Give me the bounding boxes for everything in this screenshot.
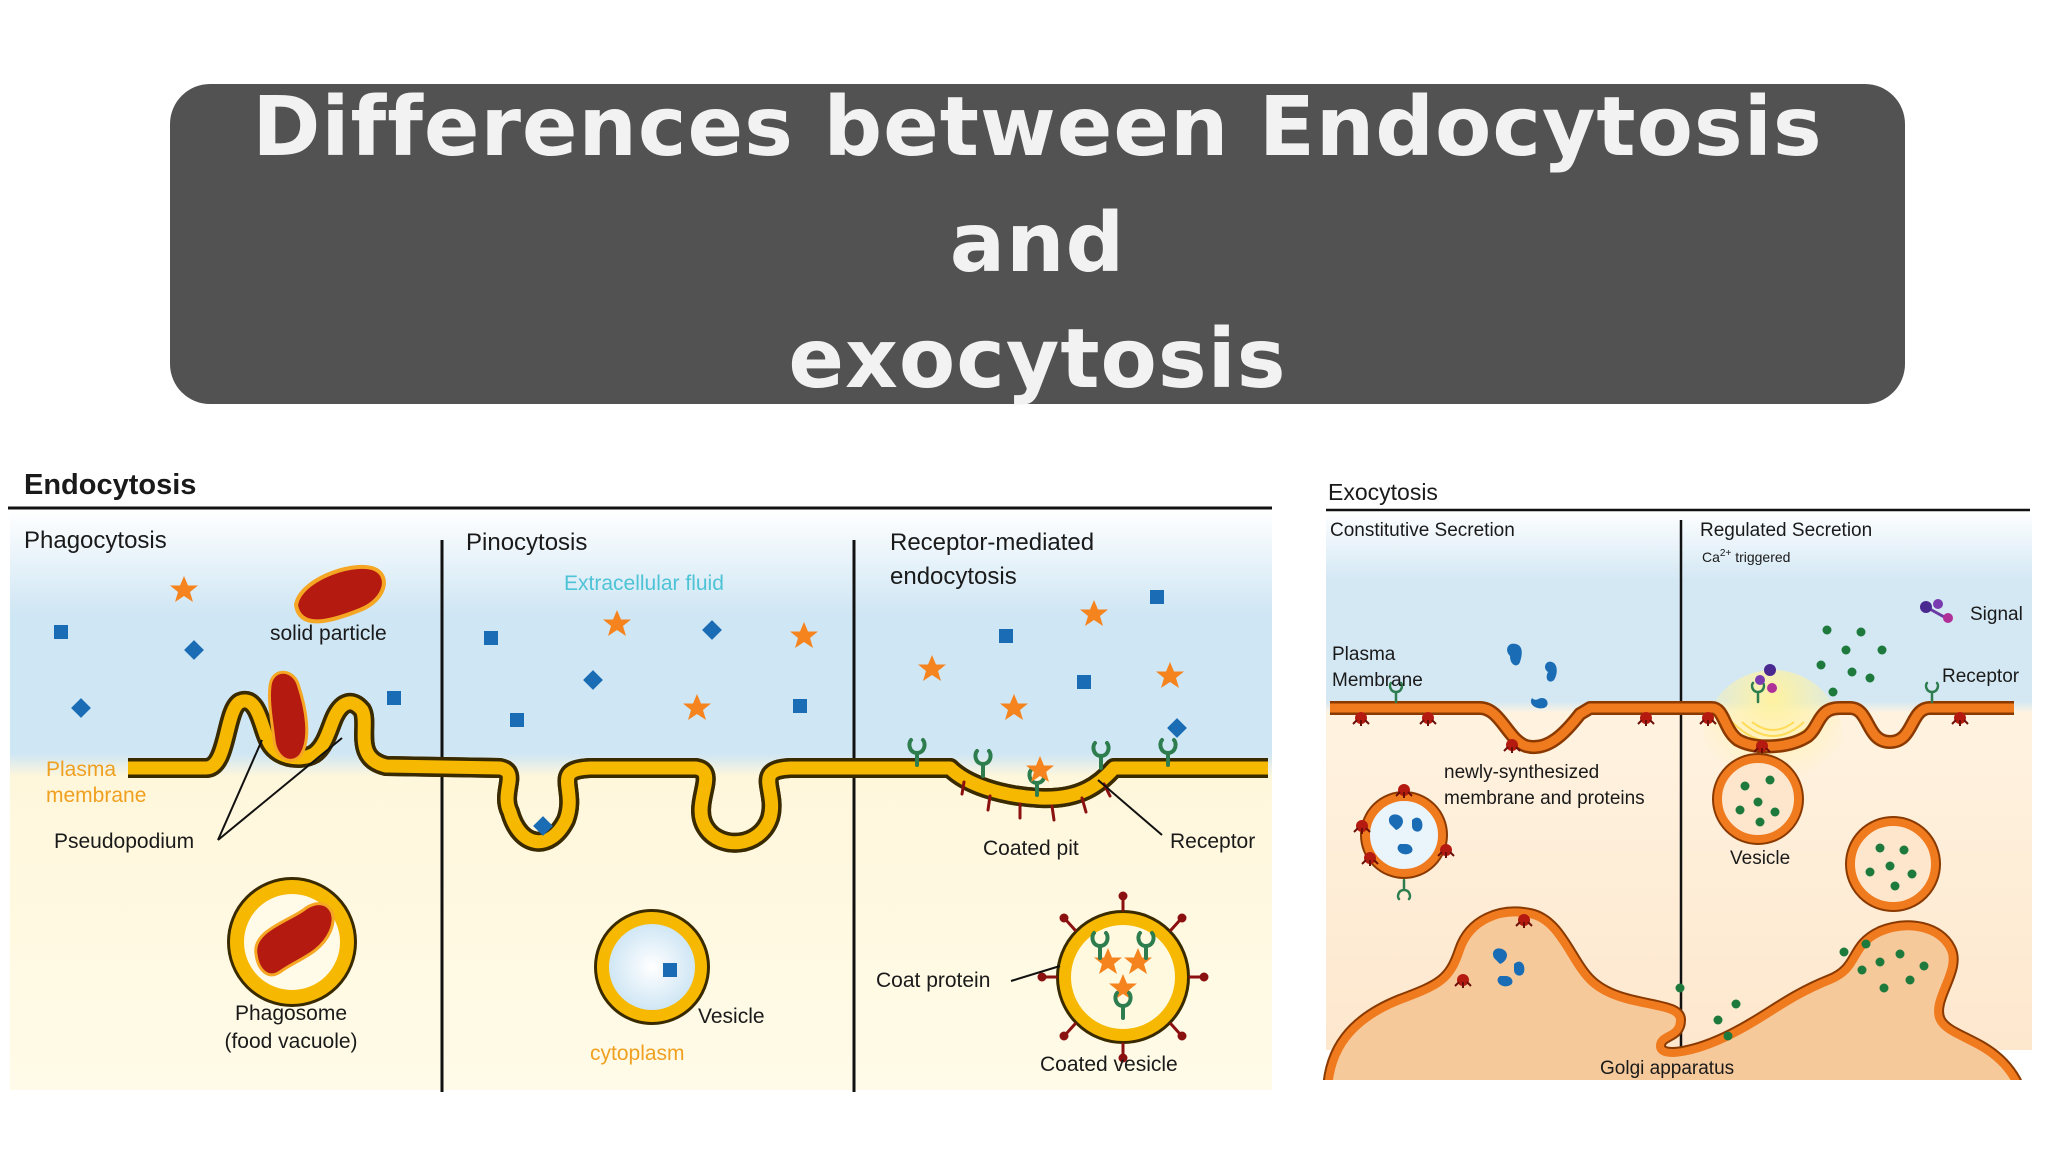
ca-suffix: triggered [1731,549,1790,565]
endocytosis-heading: Endocytosis [24,469,196,501]
regulated-heading: Regulated Secretion [1700,520,1872,541]
signal-label: Signal [1970,604,2023,625]
phagocytosis-heading: Phagocytosis [24,527,167,554]
signal-icon [1920,599,1953,623]
ca-prefix: Ca [1702,549,1720,565]
plasma-membrane-label-2: membrane [46,784,146,807]
exo-receptor-label: Receptor [1942,666,2020,687]
receptor-mediated-heading-1: Receptor-mediated [890,529,1094,556]
exo-plasma-membrane-line [1330,703,2014,752]
ca-superscript: 2+ [1720,548,1732,559]
coated-pit-label: Coated pit [983,837,1079,860]
exo-plasma-membrane-label-2: Membrane [1332,670,1423,691]
cell-transport-diagram: Endocytosis [8,469,2040,1110]
exo-plasma-membrane-label-1: Plasma [1332,644,1396,665]
coat-protein-label: Coat protein [876,969,990,992]
page-title: Differences between Endocytosis and exocy… [208,70,1868,418]
solid-particle-shape [293,564,386,624]
constitutive-heading: Constitutive Secretion [1330,520,1515,541]
coated-vesicle-label: Coated vesicle [1040,1053,1178,1076]
title-line-1: Differences between Endocytosis and [252,80,1823,291]
exo-vesicle-label: Vesicle [1730,848,1790,869]
receptor-mediated-heading-2: endocytosis [890,563,1017,590]
golgi-label: Golgi apparatus [1600,1058,1734,1079]
pinocytosis-vesicle-shape [597,912,707,1022]
vesicle-label: Vesicle [698,1005,765,1028]
phagosome-label-1: Phagosome [235,1002,347,1025]
exocytosis-panel: Exocytosis [1320,479,2040,1110]
title-line-2: exocytosis [788,312,1287,407]
exocytosis-heading: Exocytosis [1328,479,1438,505]
constitutive-vesicle-shape [1362,793,1446,877]
extracellular-fluid-label: Extracellular fluid [564,572,724,595]
newly-synthesized-label-1: newly-synthesized [1444,762,1599,783]
cytoplasm-label: cytoplasm [590,1042,685,1065]
newly-synthesized-label-2: membrane and proteins [1444,788,1645,809]
title-banner: Differences between Endocytosis and exocy… [170,80,1905,407]
pinocytosis-heading: Pinocytosis [466,529,587,556]
endocytosis-panel: Endocytosis [8,469,1272,1092]
receptor-label: Receptor [1170,830,1255,853]
solid-particle-label: solid particle [270,622,387,645]
pseudopodium-label: Pseudopodium [54,830,194,853]
phagosome-label-2: (food vacuole) [224,1030,357,1053]
plasma-membrane-label-1: Plasma [46,758,116,781]
ca-triggered-label: Ca2+ triggered [1702,548,1790,565]
